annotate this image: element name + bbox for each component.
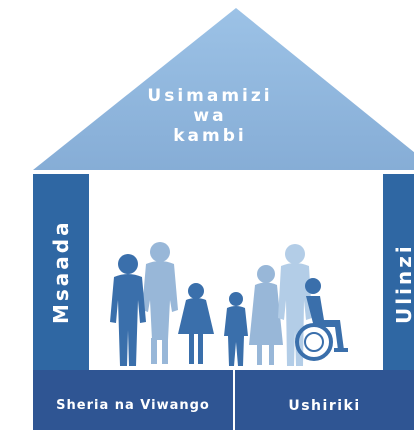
roof-label-line1: Usimamizi [147, 86, 273, 106]
pillar-left: Msaada [33, 174, 89, 370]
roof-shape [33, 8, 414, 170]
wheelchair-icon [295, 278, 348, 361]
family-group-icon [110, 242, 348, 366]
roof-label-line3: kambi [173, 126, 247, 146]
pillar-right-label: Ulinzi [392, 243, 414, 324]
roof-label-line2: wa [193, 106, 227, 126]
roof-label: Usimamizi wa kambi [130, 86, 290, 146]
foundation-left-label: Sheria na Viwango [56, 398, 210, 413]
foundation-right-label: Ushiriki [288, 398, 361, 414]
pillar-left-label: Msaada [49, 219, 73, 324]
foundation-left: Sheria na Viwango [33, 370, 233, 430]
foundation-right: Ushiriki [235, 370, 414, 430]
pillar-right: Ulinzi [383, 174, 414, 370]
